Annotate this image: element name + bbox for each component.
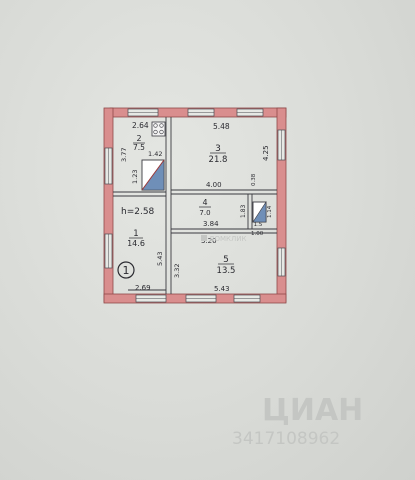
- room-5-number: 5: [223, 255, 229, 265]
- dim-corridor-side: 1.83: [240, 204, 247, 218]
- plan-number-circle: [117, 261, 135, 279]
- plan-number: 1: [123, 264, 130, 277]
- wall-left: [103, 107, 114, 303]
- dim-right-upper: 4.25: [262, 145, 270, 161]
- dim-room5-left: 3.32: [173, 264, 181, 278]
- dim-room5-top: 3.20: [201, 237, 217, 245]
- dim-room1-right: 5.43: [156, 252, 164, 266]
- dim-left-upper: 3.77: [120, 148, 128, 162]
- dim-corridor-width: 4.00: [206, 181, 222, 189]
- room-2-area: 7.5: [133, 143, 145, 152]
- dim-top-left: 2.64: [132, 121, 149, 130]
- dim-room2-width: 1.42: [148, 150, 162, 158]
- room-3-number: 3: [215, 144, 221, 154]
- room-5-area: 13.5: [217, 266, 236, 276]
- room-4-number: 4: [202, 198, 207, 207]
- interior-walls: [113, 117, 277, 294]
- stair-symbol-niche: [252, 200, 267, 223]
- dim-room2-height: 1.23: [131, 170, 139, 184]
- dim-niche-height: 1.14: [267, 205, 273, 218]
- stair-symbol-room2: [141, 159, 165, 191]
- ceiling-height: h=2.58: [121, 207, 155, 217]
- dimension-labels: 2.64 5.48 4.25 3.77 1.42 1.23 4.00 3.84 …: [120, 121, 273, 293]
- dim-niche-bottom: 1.00: [251, 231, 264, 237]
- domclick-watermark-text: ДОМКЛИК: [209, 235, 246, 243]
- domclick-watermark: ДОМКЛИК: [201, 235, 246, 243]
- room-1-number: 1: [133, 229, 138, 239]
- dim-niche-width: 0.38: [251, 173, 257, 186]
- dim-bottom-right: 5.43: [214, 285, 230, 293]
- dim-bottom-left: 2.69: [135, 284, 151, 292]
- cian-watermark: ЦИАН 3417108962: [232, 393, 363, 449]
- room-1-area: 14.6: [127, 239, 145, 248]
- room-labels: 1 14.6 2 7.5 3 21.8 4 7.0 5 13.5 1.5: [127, 134, 263, 276]
- room-2-number: 2: [136, 134, 141, 143]
- room-3-area: 21.8: [209, 155, 228, 165]
- stove-icon: [151, 121, 166, 137]
- room-niche-area: 1.5: [254, 222, 263, 228]
- cian-watermark-id: 3417108962: [232, 429, 340, 449]
- dim-corridor-length: 3.84: [203, 220, 219, 228]
- dim-top-right: 5.48: [213, 122, 230, 131]
- cian-watermark-brand: ЦИАН: [262, 393, 363, 428]
- room-4-area: 7.0: [199, 209, 210, 217]
